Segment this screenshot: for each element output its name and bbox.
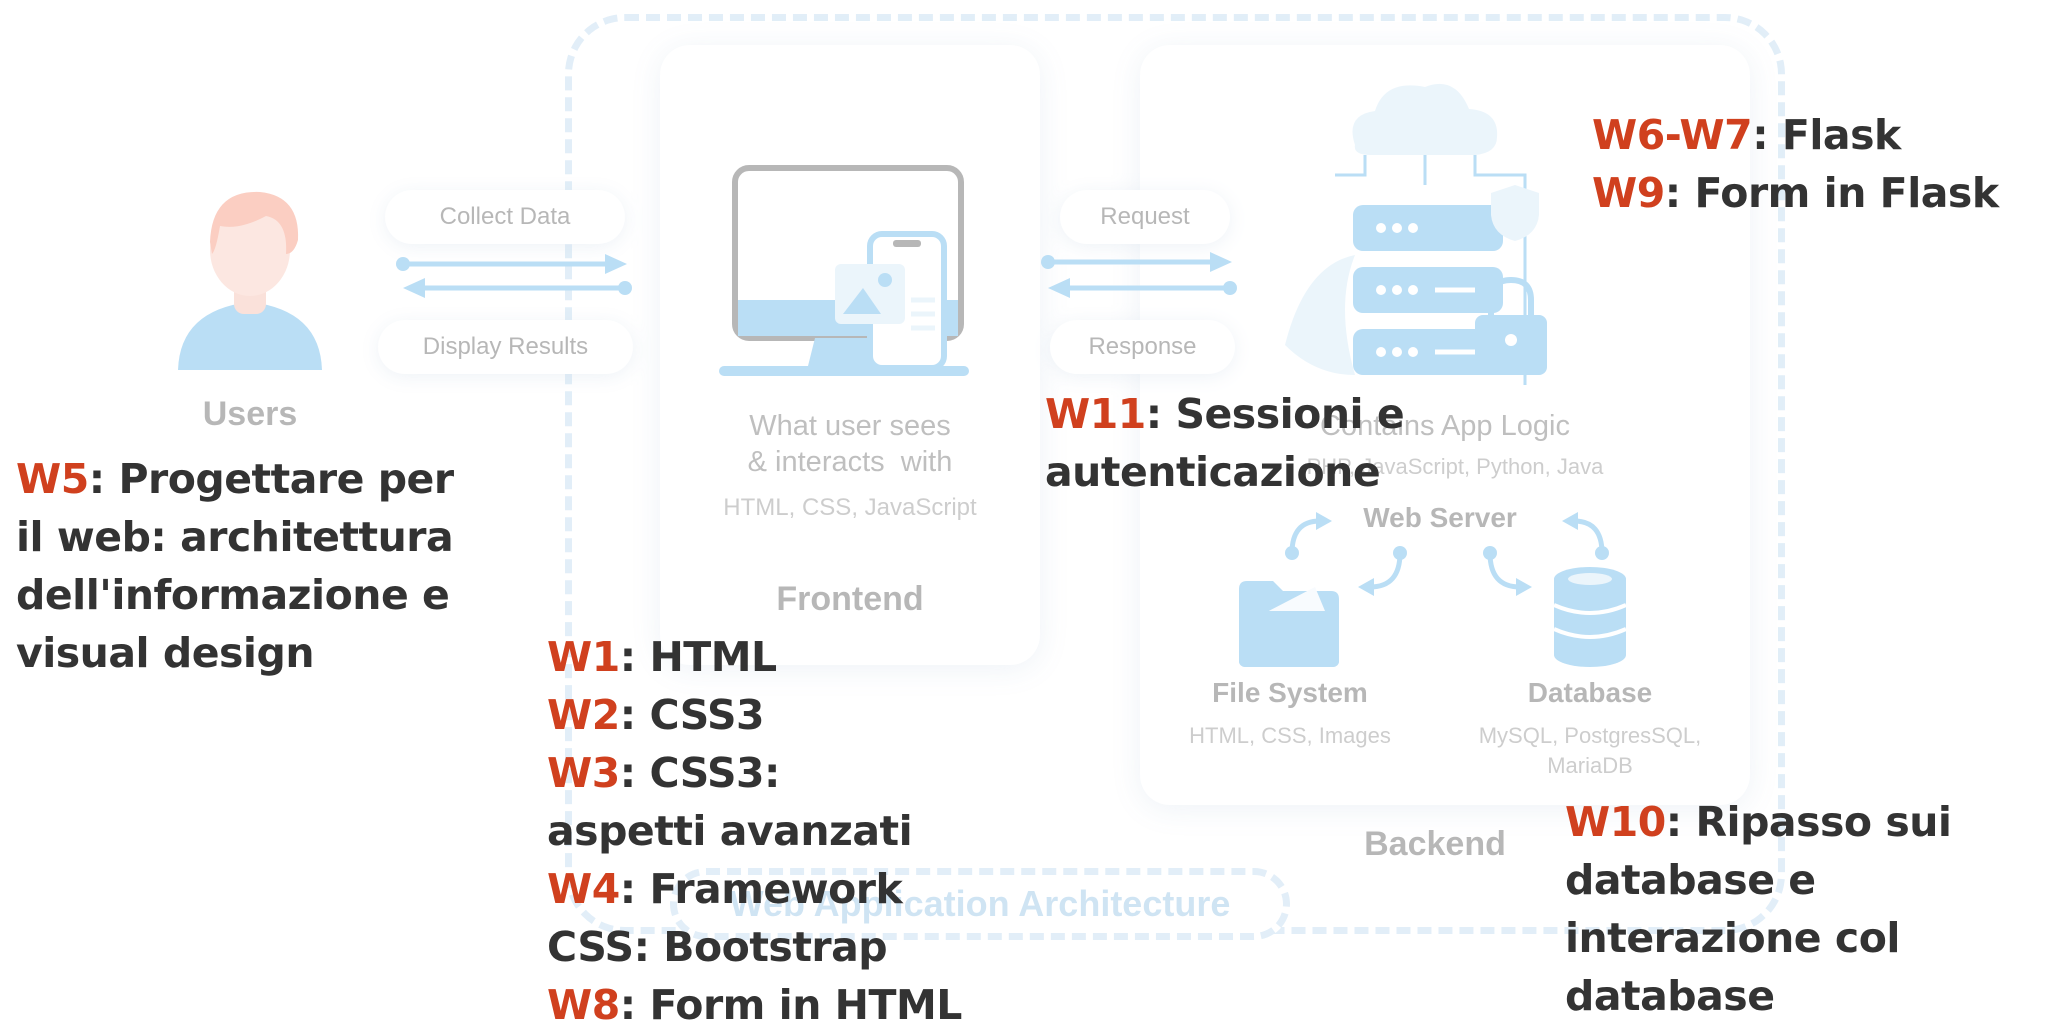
right-flow-arrows [1041, 252, 1237, 298]
database-tech-line2: MariaDB [1547, 753, 1633, 778]
monitor-icon [719, 165, 969, 376]
week-w9: W9 [1592, 169, 1665, 217]
label-w10: W10: Ripasso sui database e interazione … [1565, 798, 1952, 1020]
backend-panel [1140, 45, 1750, 805]
week-w10: W10 [1565, 798, 1666, 846]
request-pill: Request [1060, 190, 1230, 244]
backend-title: Backend [1364, 825, 1506, 863]
frontend-panel [660, 45, 1040, 665]
topic-w10: Ripasso sui database e interazione col d… [1565, 798, 1952, 1020]
web-server-arrows [1285, 512, 1609, 596]
topic-w4: Framework CSS: Bootstrap [547, 865, 903, 971]
frontend-desc-line2: & interacts with [747, 446, 953, 478]
topic-w1: HTML [649, 633, 777, 681]
label-w4: W4: Framework CSS: Bootstrap [547, 865, 903, 971]
file-system-tech: HTML, CSS, Images [1189, 723, 1391, 748]
week-w4: W4 [547, 865, 620, 913]
left-flow-arrows [396, 254, 632, 298]
database-title: Database [1527, 677, 1653, 708]
topic-w2: CSS3 [649, 691, 765, 739]
web-server-label: Web Server [1363, 502, 1517, 533]
frontend-desc-line1: What user sees [749, 410, 951, 442]
topic-w3: CSS3: aspetti avanzati [547, 749, 913, 855]
architecture-title: Web Application Architecture [670, 868, 1290, 940]
week-w1: W1 [547, 633, 620, 681]
topic-w6-w7: Flask [1781, 111, 1901, 159]
week-w5: W5 [16, 455, 89, 503]
label-w3: W3: CSS3: aspetti avanzati [547, 749, 913, 855]
server-cloud-icon [1285, 83, 1547, 385]
label-w6-w7: W6-W7: Flask [1592, 111, 1901, 159]
folder-icon [1239, 581, 1339, 667]
frontend-tech: HTML, CSS, JavaScript [723, 494, 977, 521]
users-label: Users [202, 395, 298, 433]
week-w8: W8 [547, 981, 620, 1029]
label-w9: W9: Form in Flask [1592, 169, 1999, 217]
collect-data-pill: Collect Data [385, 190, 625, 244]
week-w11: W11 [1045, 390, 1146, 438]
file-system-title: File System [1212, 677, 1368, 708]
label-w2: W2: CSS3 [547, 691, 765, 739]
topic-w9: Form in Flask [1694, 169, 1999, 217]
topic-w11: Sessioni e autenticazione [1045, 390, 1405, 496]
topic-w8: Form in HTML [649, 981, 962, 1029]
architecture-frame [565, 14, 1785, 934]
label-w1: W1: HTML [547, 633, 777, 681]
week-w2: W2 [547, 691, 620, 739]
label-w5: W5: Progettare per il web: architettura … [16, 455, 454, 677]
database-icon [1553, 567, 1627, 667]
week-w3: W3 [547, 749, 620, 797]
display-results-pill: Display Results [378, 320, 633, 374]
backend-tech: PHP, JavaScript, Python, Java [1306, 454, 1604, 479]
user-icon [178, 191, 322, 370]
label-w11: W11: Sessioni e autenticazione [1045, 390, 1405, 496]
frontend-title: Frontend [776, 580, 924, 618]
backend-desc: Contains App Logic [1320, 410, 1570, 442]
frontend-week-list: W1: HTML W2: CSS3 W3: CSS3: aspetti avan… [547, 628, 1017, 1034]
database-tech-line1: MySQL, PostgresSQL, [1478, 723, 1702, 748]
week-w6-w7: W6-W7 [1592, 111, 1753, 159]
label-w8: W8: Form in HTML [547, 981, 962, 1029]
response-pill: Response [1050, 320, 1235, 374]
topic-w5: Progettare per il web: architettura dell… [16, 455, 454, 677]
